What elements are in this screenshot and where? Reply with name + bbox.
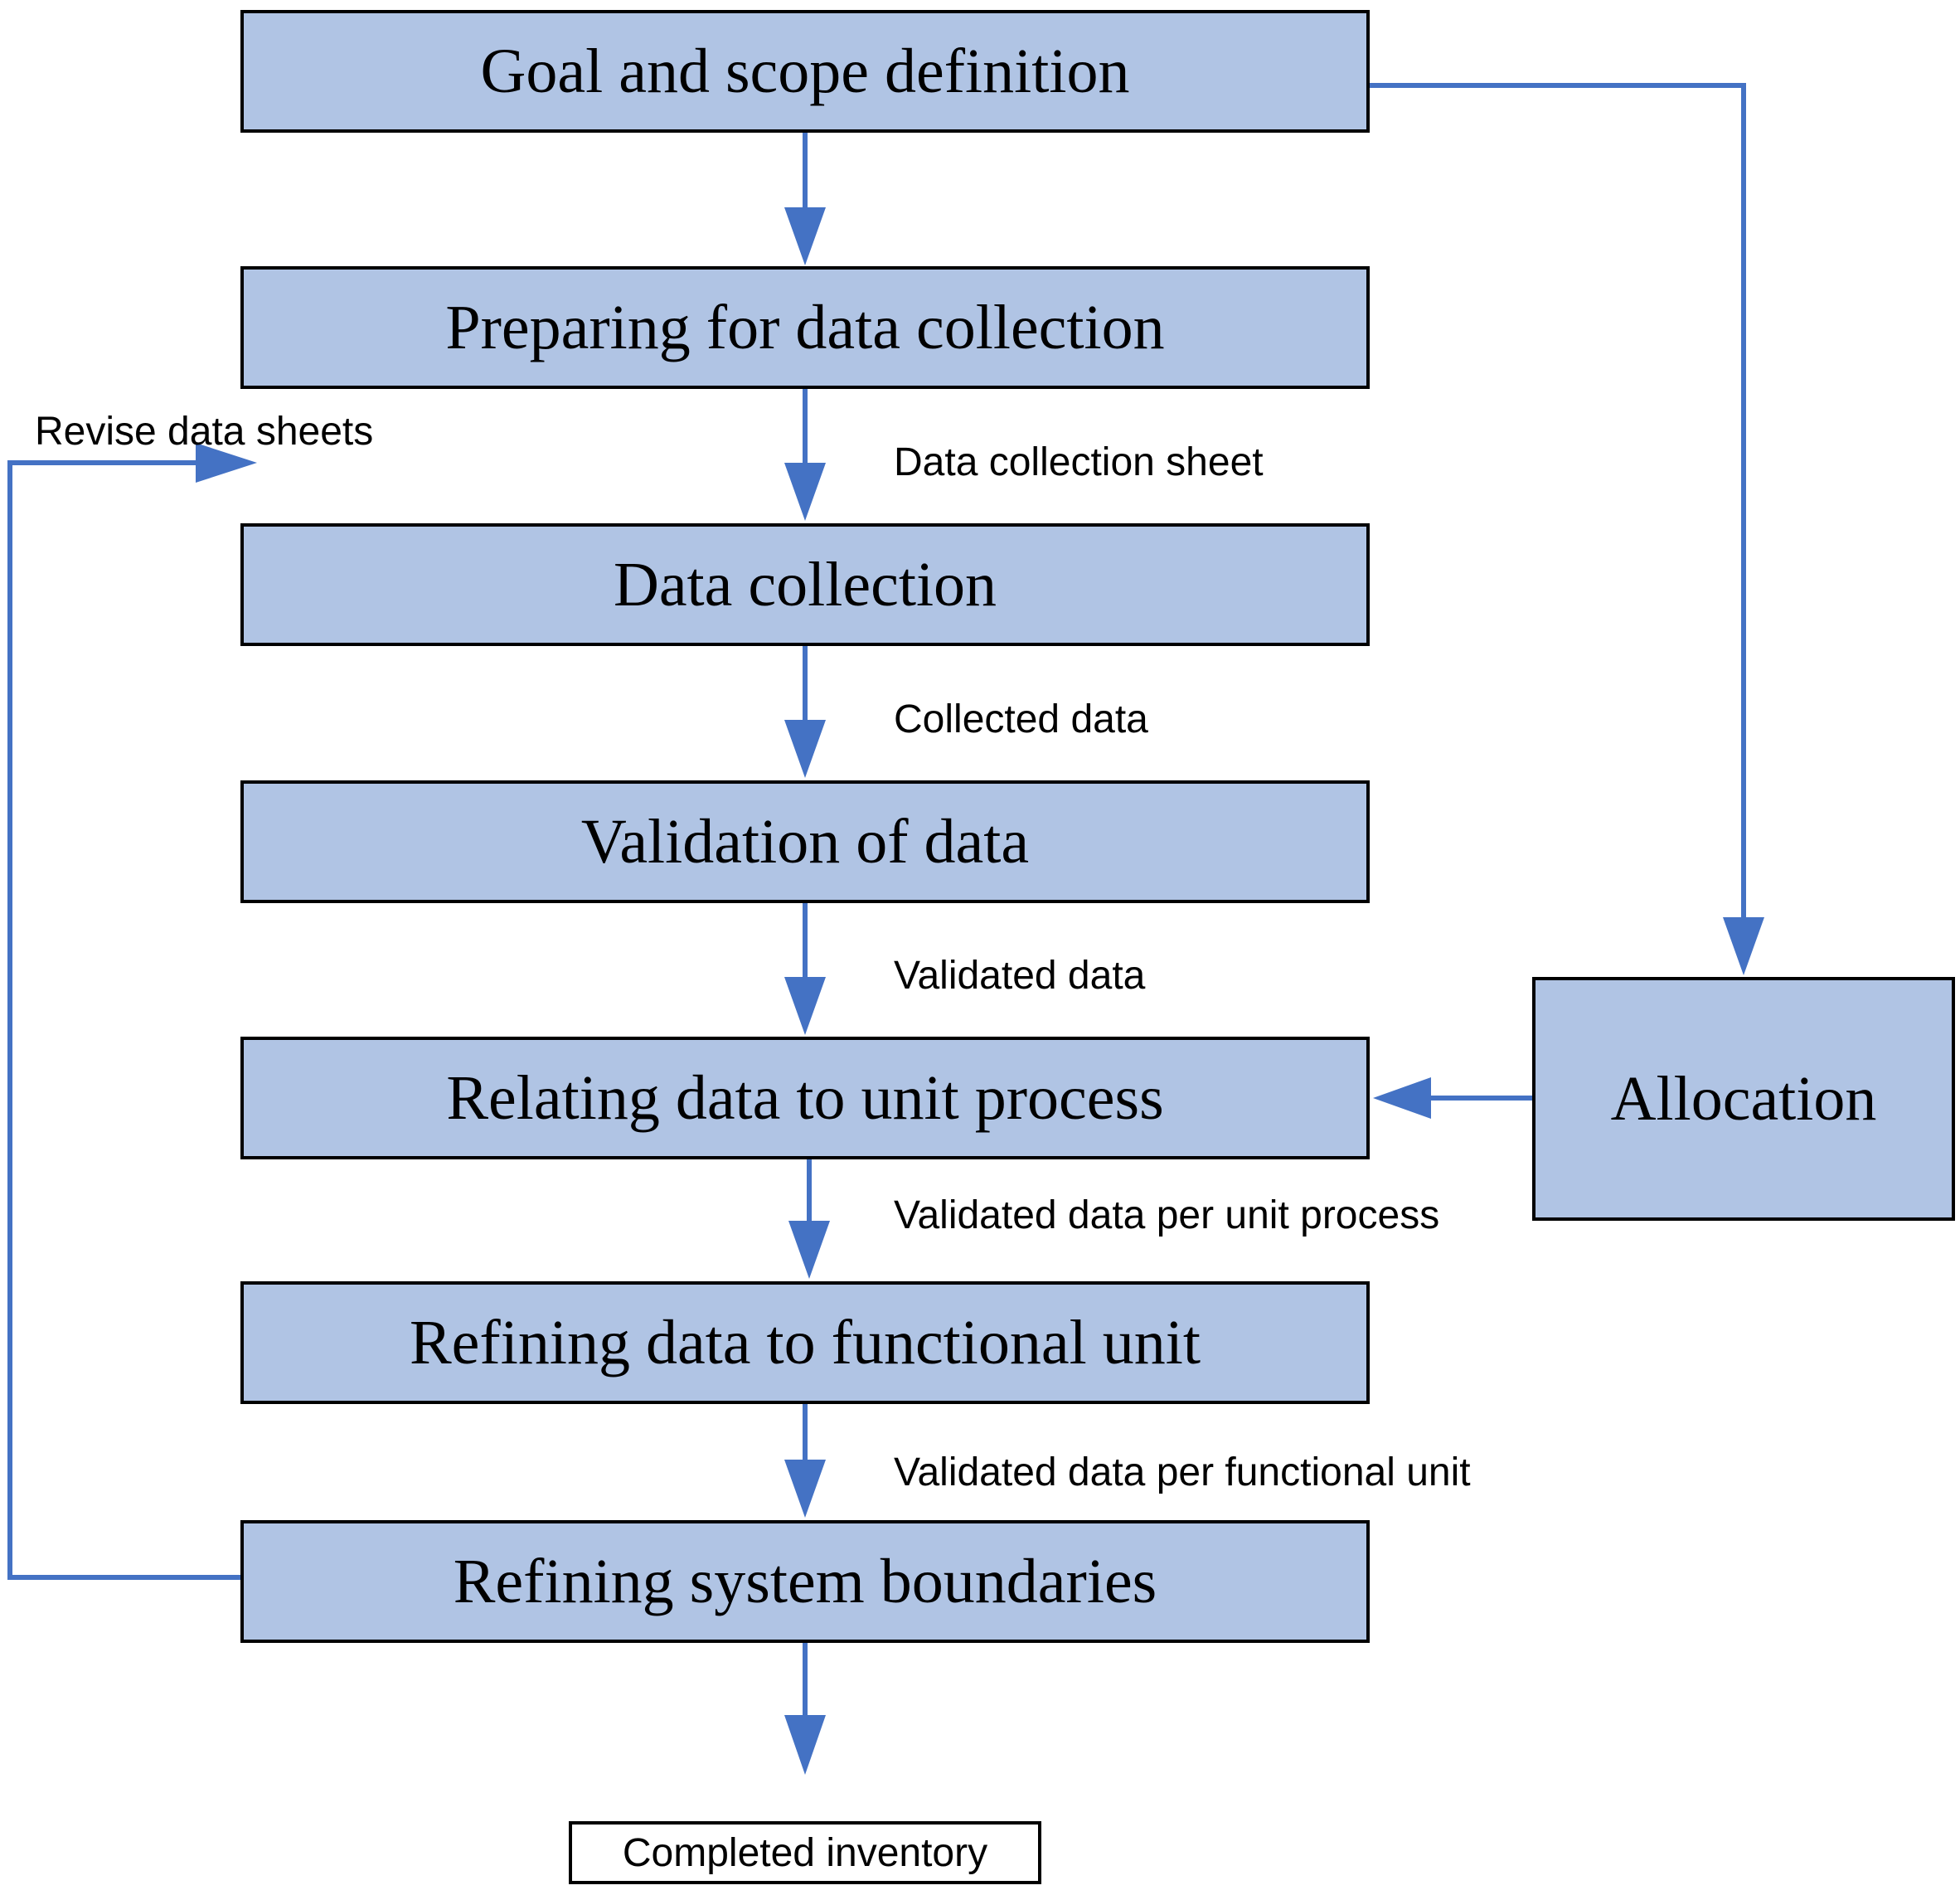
step-validation-of-data: Validation of data <box>240 780 1370 903</box>
flow-label-validated-per-unit-process: Validated data per unit process <box>894 1193 1440 1237</box>
flow-label-validated-data: Validated data <box>894 954 1146 998</box>
step-refining-system-boundaries: Refining system boundaries <box>240 1520 1370 1643</box>
step-refining-to-functional-unit: Refining data to functional unit <box>240 1281 1370 1404</box>
connector-feedback-loop <box>7 460 240 1580</box>
arrowhead <box>196 443 257 483</box>
step-goal-and-scope: Goal and scope definition <box>240 10 1370 133</box>
flow-label-data-collection-sheet: Data collection sheet <box>894 440 1264 484</box>
arrowhead <box>784 1460 826 1518</box>
arrowhead <box>784 463 826 521</box>
arrowhead <box>784 977 826 1035</box>
arrowhead <box>784 207 826 265</box>
arrowhead <box>788 1221 830 1279</box>
flow-label-collected-data: Collected data <box>894 697 1148 741</box>
connector-goal-to-allocation <box>1370 83 1746 921</box>
step-relating-to-unit-process: Relating data to unit process <box>240 1037 1370 1159</box>
arrowhead <box>1723 917 1764 975</box>
feedback-label: Revise data sheets <box>35 410 374 454</box>
arrowhead <box>1373 1077 1431 1119</box>
step-data-collection: Data collection <box>240 523 1370 646</box>
flow-label-validated-per-functional-unit: Validated data per functional unit <box>894 1450 1471 1494</box>
allocation-box: Allocation <box>1532 977 1955 1221</box>
arrowhead <box>784 720 826 778</box>
step-preparing-data-collection: Preparing for data collection <box>240 266 1370 389</box>
arrowhead <box>784 1715 826 1775</box>
output-completed-inventory: Completed inventory <box>569 1821 1041 1884</box>
